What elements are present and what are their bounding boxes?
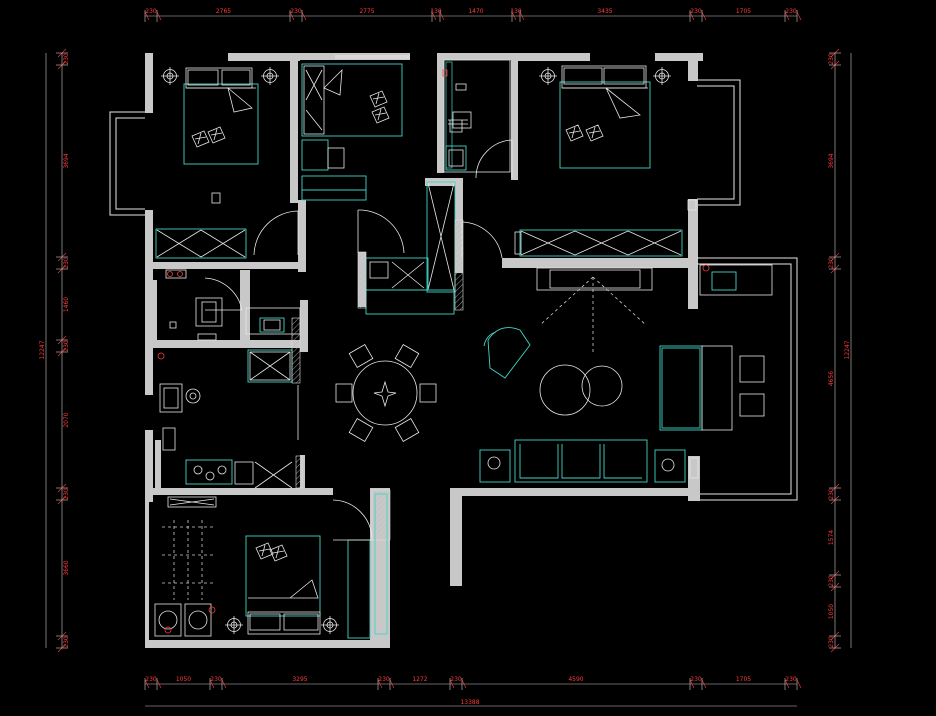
dimension-label: 230 <box>290 8 302 15</box>
pillow-icon <box>371 106 390 124</box>
dimension-label: 3435 <box>597 8 612 15</box>
dimension-top: 230 2765 230 2775 130 1470 130 3435 230 1705 230 <box>144 8 802 22</box>
dimension-label: 2775 <box>359 8 374 15</box>
dimension-label: 230 <box>63 340 70 352</box>
dimension-label: 1705 <box>736 8 751 15</box>
dimension-label: 230 <box>690 676 702 683</box>
lamp-icon <box>224 615 244 635</box>
dimension-label: 2765 <box>216 8 231 15</box>
dimension-bottom: 230 1050 230 3295 230 1272 230 4590 230 1705 230 1… <box>144 676 802 707</box>
dimension-label: 1574 <box>828 530 835 545</box>
dimension-label: 230 <box>828 257 835 269</box>
pillow-icon <box>585 124 604 142</box>
lamp-icon <box>320 615 340 635</box>
dimension-label: 230 <box>828 488 835 500</box>
toilet-icon <box>452 111 472 129</box>
bedroom-bottom-left <box>154 489 391 639</box>
dimension-label: 230 <box>145 676 157 683</box>
bedroom-top-left <box>155 66 299 259</box>
dining-area <box>335 344 437 442</box>
dimension-label: 230 <box>785 676 797 683</box>
living-room <box>479 264 773 483</box>
bathroom-top <box>442 59 513 179</box>
dimension-label: 230 <box>63 488 70 500</box>
dimension-label: 230 <box>785 8 797 15</box>
dimension-label: 230 <box>828 636 835 648</box>
sink-icon <box>259 317 285 333</box>
dimension-right-total: 12247 <box>844 340 851 359</box>
dimension-label: 1705 <box>736 676 751 683</box>
pillow-icon <box>207 126 226 144</box>
pillow-icon <box>369 90 388 108</box>
dimension-label: 1470 <box>468 8 483 15</box>
sink-icon <box>445 145 467 171</box>
dimension-label: 130 <box>430 8 442 15</box>
dimension-left-total: 12247 <box>39 340 46 359</box>
dimension-label: 230 <box>690 8 702 15</box>
dimension-left: 230 3694 230 1460 230 2070 230 3660 230 12247 <box>39 48 70 653</box>
lamp-icon <box>652 66 672 86</box>
dimension-right: 230 3694 230 4656 230 1574 230 1050 230 12247 <box>828 48 852 653</box>
dimension-label: 230 <box>63 636 70 648</box>
dimension-label: 230 <box>63 257 70 269</box>
kitchen <box>157 317 303 489</box>
pillow-icon <box>191 130 210 148</box>
dimension-label: 230 <box>378 676 390 683</box>
dimension-label: 4656 <box>828 371 835 386</box>
dimension-label: 3694 <box>828 153 835 168</box>
dimension-bottom-total: 13388 <box>460 699 479 706</box>
pillow-icon <box>565 124 584 142</box>
study-room <box>165 269 301 341</box>
dimension-label: 1050 <box>828 604 835 619</box>
dimension-label: 1050 <box>176 676 191 683</box>
dimension-label: 230 <box>63 53 70 65</box>
dimension-label: 230 <box>145 8 157 15</box>
dining-table-icon <box>352 360 418 426</box>
bedroom-top-middle <box>301 63 405 254</box>
dimension-label: 230 <box>210 676 222 683</box>
sofa-icon <box>659 345 703 431</box>
dimension-label: 1460 <box>63 297 70 312</box>
corridor-wardrobe <box>357 181 653 355</box>
bedroom-top-right <box>461 65 697 259</box>
dimension-label: 3295 <box>292 676 307 683</box>
dimension-label: 1272 <box>412 676 427 683</box>
lamp-icon <box>260 66 280 86</box>
dimension-label: 130 <box>510 8 522 15</box>
dimension-label: 3694 <box>63 153 70 168</box>
lamp-icon <box>538 66 558 86</box>
dimension-label: 230 <box>450 676 462 683</box>
dimension-label: 4590 <box>568 676 583 683</box>
dimension-label: 2070 <box>63 412 70 427</box>
stove-icon <box>185 459 233 485</box>
dimension-label: 230 <box>828 53 835 65</box>
washer-icon <box>154 603 182 637</box>
dimension-label: 3660 <box>63 560 70 575</box>
dimension-label: 230 <box>828 575 835 587</box>
lamp-icon <box>160 66 180 86</box>
